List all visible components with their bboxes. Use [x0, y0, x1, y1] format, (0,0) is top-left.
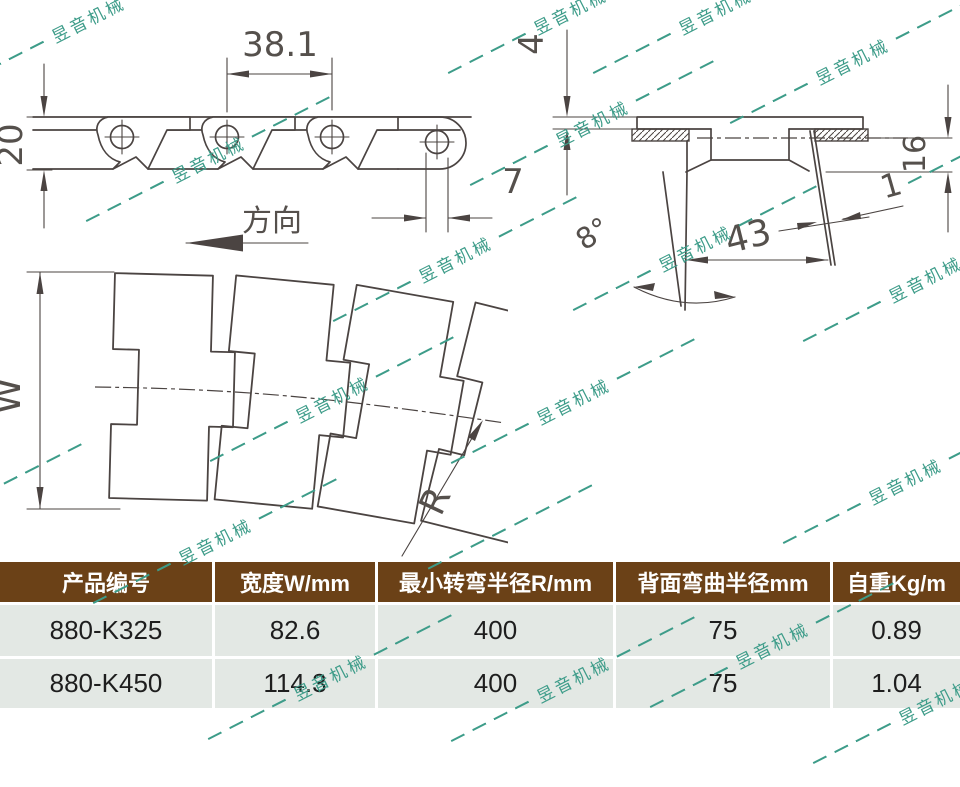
table-cell: 880-K325 — [0, 605, 212, 656]
dimension-pitch: 38.1 — [226, 25, 333, 113]
plan-view: W R — [0, 271, 508, 557]
plan-centerline — [94, 386, 506, 424]
table-cell: 400 — [378, 605, 613, 656]
dim-pitch-label: 38.1 — [242, 25, 318, 65]
dimension-angle: 8° — [569, 210, 736, 304]
table-header-backflex: 背面弯曲半径mm — [616, 562, 830, 602]
link-plate — [201, 116, 296, 170]
side-view: 38.1 20 7 方向 — [0, 25, 524, 252]
dim-pin-label: 7 — [502, 162, 524, 202]
table-header-minradius: 最小转弯半径R/mm — [378, 562, 613, 602]
link-end-plate — [397, 116, 467, 170]
wearstrip-right — [814, 128, 869, 142]
direction-arrow-icon — [186, 234, 243, 252]
plan-link — [316, 283, 478, 529]
dim-plate-thickness-label: 4 — [512, 33, 552, 55]
direction-marker: 方向 — [185, 204, 309, 252]
plan-link — [213, 274, 359, 512]
dimension-pin: 7 — [371, 152, 524, 233]
table-cell: 400 — [378, 659, 613, 708]
dim-height-label: 20 — [0, 123, 31, 166]
table-header-weight: 自重Kg/m — [833, 562, 960, 602]
table-cell: 82.6 — [215, 605, 375, 656]
dim-radius-label: R — [412, 481, 460, 521]
dim-hinge-width-label: 43 — [721, 211, 775, 262]
link-plate — [306, 116, 399, 170]
dimension-height: 20 — [0, 63, 53, 229]
table-cell: 75 — [616, 659, 830, 708]
link-plate — [96, 116, 191, 170]
direction-label: 方向 — [242, 204, 302, 239]
table-cell: 75 — [616, 605, 830, 656]
table-cell: 114.3 — [215, 659, 375, 708]
table-header-product: 产品编号 — [0, 562, 212, 602]
spec-table: 产品编号 宽度W/mm 最小转弯半径R/mm 背面弯曲半径mm 自重Kg/m 8… — [0, 562, 960, 708]
table-cell: 880-K450 — [0, 659, 212, 708]
table-cell: 1.04 — [833, 659, 960, 708]
dim-angle-label: 8° — [569, 210, 615, 256]
dimension-width: W — [0, 271, 121, 510]
dimension-radius: R — [401, 420, 483, 557]
table-cell: 0.89 — [833, 605, 960, 656]
dimension-flange-thickness: 1 — [841, 164, 906, 220]
chain-datasheet-page: { "watermark": { "text": "昱音机械", "color"… — [0, 0, 960, 764]
dimension-hinge-width: 43 — [685, 211, 870, 264]
pin-holes — [104, 119, 455, 160]
section-view: 4 16 1 43 8° — [512, 29, 953, 311]
wearstrip-left — [631, 128, 690, 142]
table-header-width: 宽度W/mm — [215, 562, 375, 602]
dim-width-label: W — [0, 377, 29, 415]
technical-drawing: 38.1 20 7 方向 — [0, 25, 953, 557]
dim-edge-height-label: 16 — [898, 135, 933, 173]
dimension-edge-height: 16 — [825, 84, 953, 233]
dimension-plate-thickness: 4 — [512, 29, 638, 196]
